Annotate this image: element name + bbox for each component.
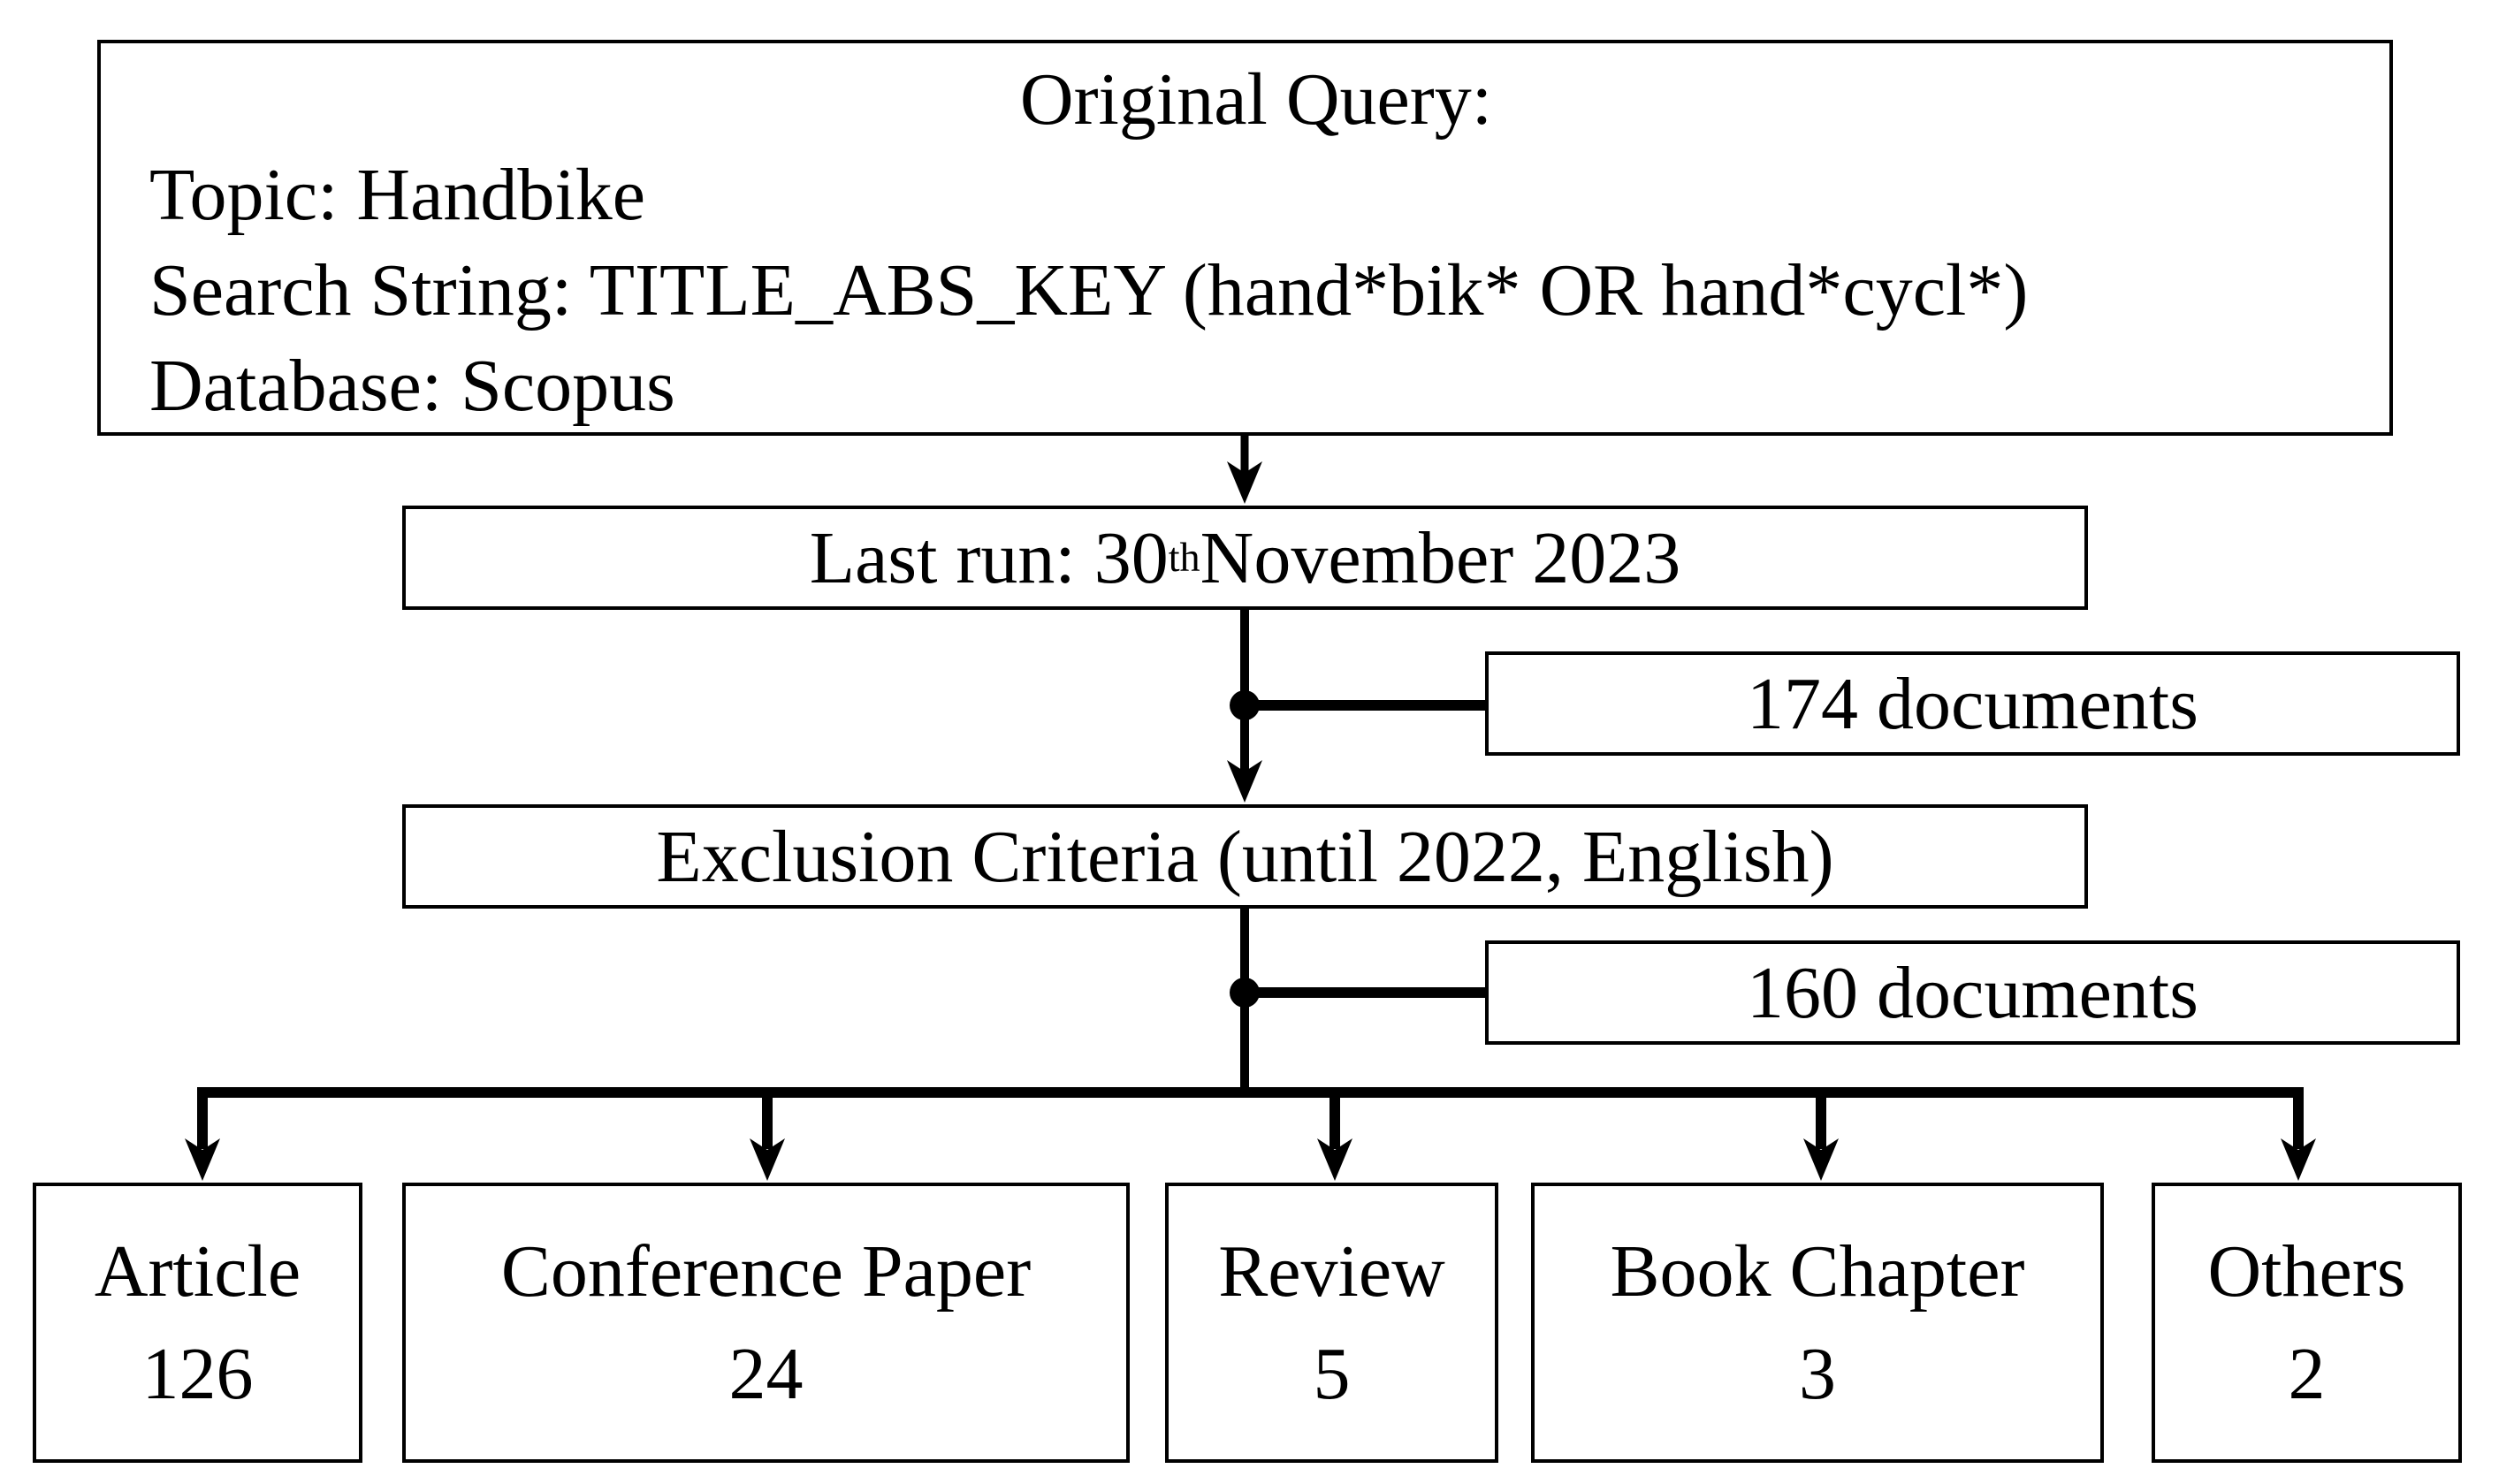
- branch-drop-others-arrowhead: [2281, 1138, 2316, 1181]
- query-search-string-line: Search String: TITLE_ABS_KEY (hand*bik* …: [149, 249, 2029, 331]
- query-topic-line: Topic: Handbike: [149, 154, 645, 236]
- initial-documents-count-box: 174 documents: [1485, 651, 2460, 756]
- category-label: Review: [1218, 1229, 1445, 1313]
- category-box-review: Review 5: [1165, 1183, 1498, 1463]
- connector-query-to-lastrun-arrowhead: [1227, 461, 1262, 504]
- category-count: 24: [728, 1332, 804, 1415]
- category-box-book-chapter: Book Chapter 3: [1531, 1183, 2104, 1463]
- category-count: 2: [2288, 1332, 2326, 1415]
- branch-drop-conference-arrowhead: [750, 1138, 785, 1181]
- category-label: Others: [2207, 1229, 2406, 1313]
- category-box-article: Article 126: [33, 1183, 362, 1463]
- connector-lastrun-to-exclusion-arrowhead: [1227, 760, 1262, 803]
- last-run-text: Last run: 30: [809, 516, 1169, 599]
- original-query-box: Original Query: Topic: Handbike Search S…: [97, 40, 2393, 436]
- category-box-others: Others 2: [2152, 1183, 2462, 1463]
- category-label: Book Chapter: [1610, 1229, 2025, 1313]
- query-database-line: Database: Scopus: [149, 345, 675, 427]
- category-label: Conference Paper: [500, 1229, 1032, 1313]
- category-count: 3: [1799, 1332, 1836, 1415]
- category-count: 5: [1313, 1332, 1351, 1415]
- branch-drop-book-chapter-arrowhead: [1803, 1138, 1839, 1181]
- category-box-conference-paper: Conference Paper 24: [402, 1183, 1130, 1463]
- branch-drop-article-arrowhead: [185, 1138, 220, 1181]
- original-query-title: Original Query:: [1019, 58, 1493, 141]
- filtered-documents-count-label: 160 documents: [1747, 951, 2198, 1034]
- junction-dot-174: [1230, 690, 1260, 720]
- filtered-documents-count-box: 160 documents: [1485, 940, 2460, 1045]
- branch-drop-review-arrowhead: [1317, 1138, 1352, 1181]
- last-run-date-text: November 2023: [1200, 516, 1681, 599]
- category-label: Article: [94, 1229, 301, 1313]
- exclusion-criteria-box: Exclusion Criteria (until 2022, English): [402, 804, 2088, 909]
- exclusion-criteria-label: Exclusion Criteria (until 2022, English): [656, 815, 1834, 898]
- junction-dot-160: [1230, 978, 1260, 1008]
- category-count: 126: [141, 1332, 254, 1415]
- initial-documents-count-label: 174 documents: [1747, 662, 2198, 745]
